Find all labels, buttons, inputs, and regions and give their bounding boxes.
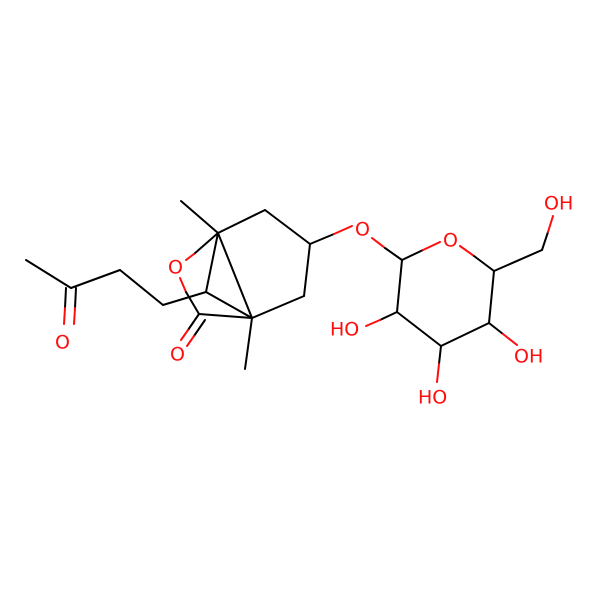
bond-s1-oring xyxy=(401,249,424,261)
bond-ketone-double-a xyxy=(64,287,67,309)
bond-oglyc-s1 xyxy=(384,247,403,261)
bond-ketone-double-b-red xyxy=(73,307,76,325)
bond-s4-oh xyxy=(488,322,504,335)
bond-s2-s3 xyxy=(396,311,442,347)
bond-s1-oring-red xyxy=(422,241,441,251)
atom-labels: O O O O O OH HO HO OH xyxy=(55,193,573,409)
label-ketone-oxygen: O xyxy=(55,332,70,354)
bond-c3-oglyc-red xyxy=(333,225,353,235)
bond-c2-c3 xyxy=(264,209,311,245)
bond-c5-c1 xyxy=(217,232,253,319)
bond-c3-oglyc xyxy=(309,233,335,245)
bond-s5-ch2 xyxy=(493,249,543,272)
bond-s4-oh-red xyxy=(502,333,518,346)
bond-carbonyl-double-a-red xyxy=(180,329,189,341)
bond-s2-oh-red xyxy=(365,319,381,327)
bond-carbonyl-double-b xyxy=(193,319,206,337)
bond-s3-oh xyxy=(438,345,442,365)
label-hydroxymethyl-oh: OH xyxy=(544,193,573,215)
bond-s3-s4 xyxy=(440,322,490,347)
label-glycosidic-oxygen: O xyxy=(355,219,370,241)
label-hydroxyl-c4: OH xyxy=(514,346,543,368)
bond-obridge-carbonyl-red xyxy=(179,277,187,293)
bond-c7-chain1 xyxy=(162,291,207,306)
bond-c1-methyl xyxy=(180,200,219,234)
bond-ch2-oh-red xyxy=(547,215,554,233)
label-sugar-ring-oxygen: O xyxy=(443,230,458,252)
label-bridge-oxygen: O xyxy=(168,257,183,279)
bond-oglyc-s1-red xyxy=(371,237,386,249)
bond-s2-oh xyxy=(379,311,398,321)
bond-obridge-carbonyl xyxy=(185,291,200,315)
bond-c1-obridge xyxy=(193,232,219,255)
bond-oring-s5-red xyxy=(459,245,475,257)
bond-c1-c2 xyxy=(217,209,266,234)
bond-c7-c5 xyxy=(205,291,253,319)
bond-ketone-double-a-red xyxy=(63,307,66,325)
bond-ch2-oh xyxy=(541,231,549,251)
bond-c3-c4 xyxy=(303,243,311,297)
bond-chain3-methyl xyxy=(25,259,72,289)
bond-carbonyl-double-b-red xyxy=(186,335,195,347)
bond-s3-oh-red xyxy=(436,363,440,383)
bond-oring-s5 xyxy=(473,255,495,272)
bond-c1-c7 xyxy=(205,232,219,293)
bond-chain1-chain2 xyxy=(119,269,164,306)
bond-chain2-chain3 xyxy=(70,269,121,289)
bond-c5-methyl xyxy=(244,317,253,370)
bond-s1-s2 xyxy=(396,259,403,313)
bond-obridge-c1-red xyxy=(185,253,195,261)
label-lactone-carbonyl-oxygen: O xyxy=(170,344,185,366)
bond-s4-s5 xyxy=(488,270,495,324)
bond-ketone-double-b xyxy=(74,287,77,309)
bond-carbonyl-double-a xyxy=(187,313,200,331)
label-hydroxyl-c2: HO xyxy=(330,319,359,341)
label-hydroxyl-c3: HO xyxy=(418,387,447,409)
carbon-bonds xyxy=(25,200,543,370)
bond-c4-c5 xyxy=(251,295,305,319)
heteroatom-bonds xyxy=(63,215,554,383)
bond-c5-carbonyl xyxy=(198,313,253,319)
